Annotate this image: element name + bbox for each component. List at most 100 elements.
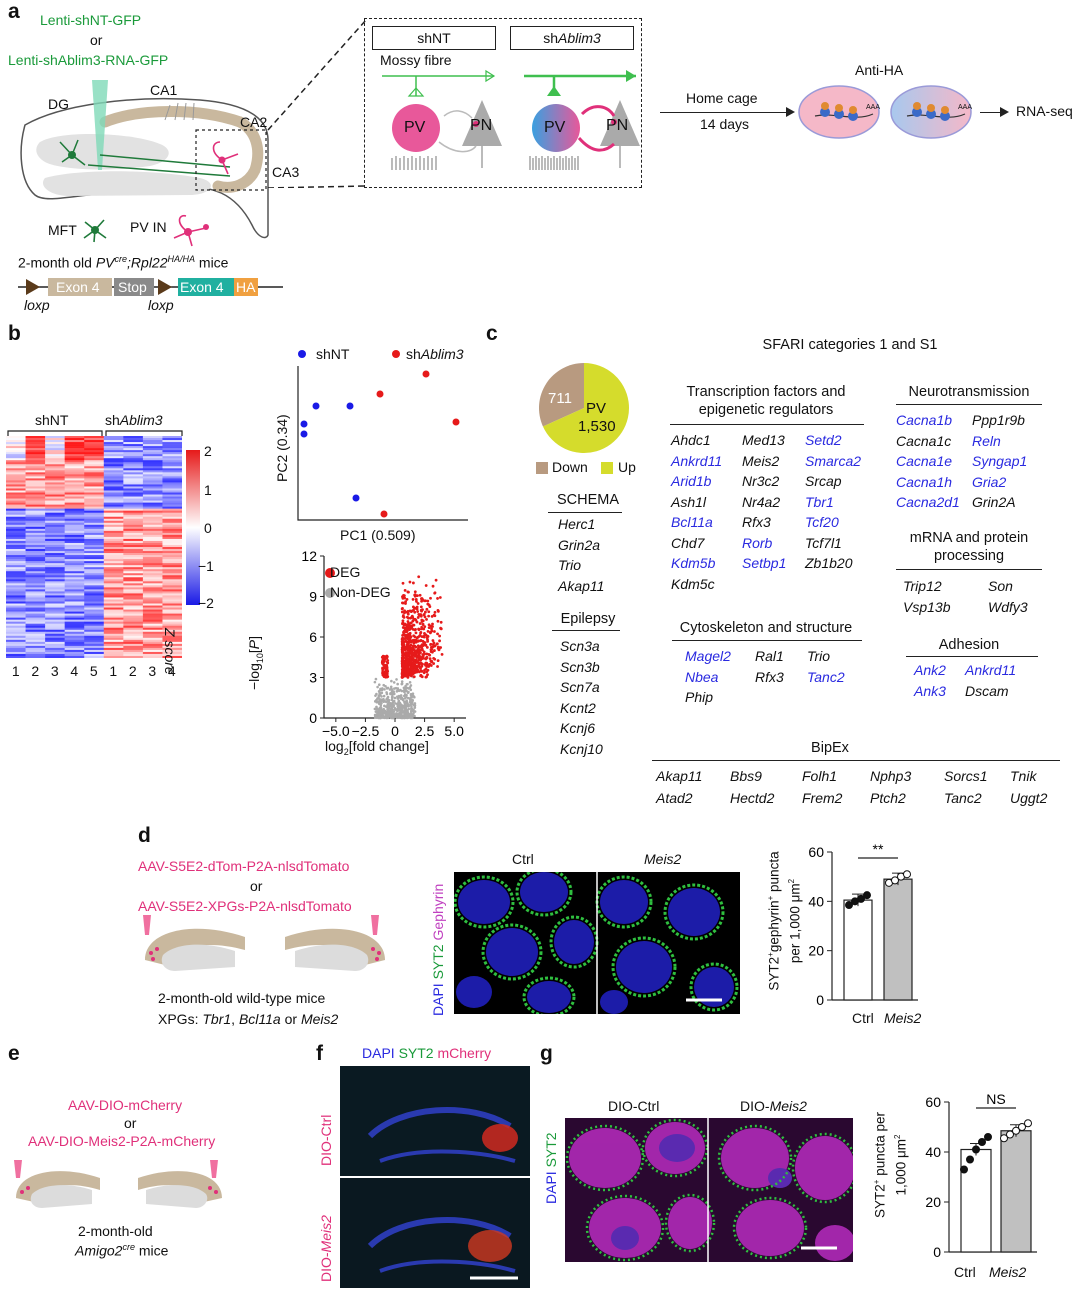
heatmap-cell (103, 655, 124, 658)
heatmap-cell (45, 436, 65, 439)
pca-point (300, 430, 308, 438)
volcano-point (409, 650, 413, 654)
heatmap-cell (162, 528, 182, 532)
heatmap-cell (84, 524, 105, 528)
heatmap-cell (45, 563, 65, 566)
heatmap-cell (25, 488, 46, 491)
heatmap-cell (6, 621, 26, 624)
heatmap-cell (64, 488, 85, 491)
heatmap-cell (25, 462, 46, 465)
gene-name: Scn7a (560, 679, 600, 695)
heatmap-cell (123, 583, 144, 586)
heatmap-cell (162, 557, 182, 560)
gene-name: Scn3a (560, 638, 600, 654)
heatmap-cell (142, 569, 163, 572)
panel-label-c: c (486, 322, 498, 345)
heatmap-cell (25, 540, 46, 544)
heatmap-cell (45, 583, 65, 586)
volcano-point (404, 684, 407, 688)
pca-legend-shnt: shNT (316, 346, 350, 362)
gene-name: Tbr1 (805, 493, 834, 510)
gene-name: Cacna1b (896, 412, 953, 428)
heatmap-cell (64, 637, 85, 641)
gene-name: Trio (558, 557, 582, 573)
heatmap-cell (84, 625, 105, 629)
gene-name: Herc1 (558, 516, 596, 532)
heatmap-cell (103, 549, 124, 552)
heatmap-cell (142, 613, 163, 616)
heatmap-cell (123, 555, 144, 558)
volcano-point (379, 704, 383, 707)
gene-name: Son (988, 578, 1013, 594)
heatmap-cell (6, 571, 26, 574)
heatmap-cell (64, 607, 85, 610)
heatmap-cell (25, 528, 46, 532)
heatmap-cell (123, 502, 144, 505)
z-score-heatmap (6, 436, 182, 658)
dio-meis2-label-f: DIO-Meis2 (318, 1215, 334, 1282)
gene-name: Trip12 (903, 578, 942, 594)
heatmap-cell (45, 458, 65, 461)
volcano-point (406, 716, 410, 719)
gene-name: Ahdc1 (671, 432, 711, 448)
heatmap-cell (45, 601, 65, 604)
heatmap-cell (25, 551, 46, 554)
heatmap-cell (103, 589, 124, 592)
heatmap-cell (162, 609, 182, 612)
gene-name: Syngap1 (972, 453, 1028, 469)
heatmap-cell (162, 436, 182, 439)
heatmap-cell (103, 623, 124, 627)
legend-down-swatch (536, 462, 548, 474)
heatmap-cell (6, 577, 26, 580)
heatmap-cell (142, 559, 163, 562)
heatmap-cell (103, 555, 124, 558)
heatmap-cell (162, 637, 182, 641)
volcano-point (412, 703, 415, 707)
injection-diagram-e (14, 1160, 222, 1208)
heatmap-cell (142, 518, 163, 522)
heatmap-cell (45, 524, 65, 528)
colorbar-tick-2: 2 (204, 443, 212, 459)
tf-rule (670, 424, 864, 425)
loxp-label-2: loxp (148, 297, 174, 313)
exon4-label: Exon 4 (56, 279, 100, 295)
heatmap-group-shnt: shNT (35, 412, 69, 428)
heatmap-cell (142, 514, 163, 518)
col-label: 1 (109, 663, 118, 679)
heatmap-cell (45, 547, 65, 550)
heatmap-cell (6, 480, 26, 483)
heatmap-cell (142, 641, 163, 645)
heatmap-cell (162, 627, 182, 631)
heatmap-cell (6, 526, 26, 530)
volcano-point (415, 651, 418, 655)
heatmap-cell (25, 452, 46, 455)
volcano-point (419, 658, 423, 662)
heatmap-cell (123, 538, 144, 542)
heatmap-cell (25, 492, 46, 495)
heatmap-cell (162, 444, 182, 447)
gene-name: Atad2 (656, 790, 693, 806)
heatmap-cell (25, 510, 46, 513)
heatmap-cell (25, 460, 46, 463)
heatmap-cell (6, 579, 26, 582)
heatmap-cell (123, 581, 144, 584)
heatmap-cell (123, 577, 144, 580)
heatmap-cell (123, 478, 144, 481)
heatmap-cell (45, 538, 65, 542)
heatmap-cell (103, 641, 124, 645)
heatmap-cell (64, 583, 85, 586)
heatmap-cell (45, 597, 65, 600)
gene-name: Kcnj6 (560, 720, 596, 736)
heatmap-cell (142, 498, 163, 501)
volcano-point (401, 670, 404, 674)
heatmap-cell (45, 542, 65, 546)
heatmap-cell (142, 506, 163, 509)
heatmap-cell (45, 482, 65, 485)
heatmap-cell (142, 621, 163, 624)
col-label: 4 (167, 663, 176, 679)
loxp-label-1: loxp (24, 297, 50, 313)
heatmap-cell (142, 456, 163, 459)
heatmap-cell (123, 506, 144, 509)
